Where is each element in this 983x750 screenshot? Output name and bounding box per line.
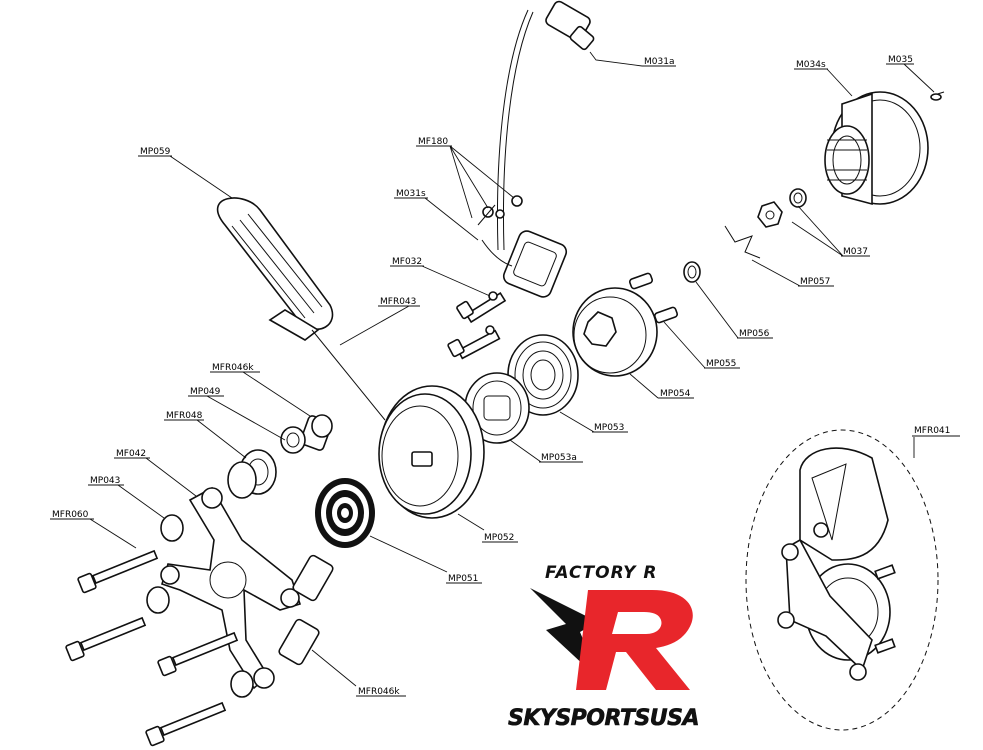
label-mfr060: MFR060 xyxy=(52,510,89,520)
washer-part xyxy=(683,261,701,283)
assembly-callout-part xyxy=(745,429,939,731)
bolts-part xyxy=(65,549,239,747)
lower-spacers-part xyxy=(278,554,334,666)
label-mfr043: MFR043 xyxy=(380,297,416,307)
brand-bottom-text: SKYSPORTSUSA xyxy=(508,706,699,731)
frame-arms-part xyxy=(160,486,302,690)
pull-handle-part xyxy=(216,197,334,341)
label-m031s: M031s xyxy=(396,189,426,199)
brand-top-text: FACTORY R xyxy=(545,563,657,583)
pawl-pins-part xyxy=(628,272,679,324)
r-logo-icon xyxy=(530,588,693,690)
label-mf042: MF042 xyxy=(116,449,146,459)
spring-clip-part xyxy=(724,225,761,259)
clip-part xyxy=(930,91,945,101)
label-mp053: MP053 xyxy=(594,423,624,433)
label-mp052: MP052 xyxy=(484,533,514,543)
label-m035: M035 xyxy=(888,55,913,65)
label-m034s: M034s xyxy=(796,60,826,70)
label-mp054: MP054 xyxy=(660,389,691,399)
label-mf032: MF032 xyxy=(392,257,422,267)
spiral-spring-part xyxy=(315,478,375,548)
label-mfr041: MFR041 xyxy=(914,426,950,436)
starter-housing-part xyxy=(824,91,929,206)
rope-part xyxy=(311,329,386,421)
label-mp049: MP049 xyxy=(190,387,221,397)
label-mp053a: MP053a xyxy=(541,453,577,463)
ratchet-disc-part xyxy=(572,287,658,377)
grommets-part xyxy=(146,514,254,698)
label-mp057: MP057 xyxy=(800,277,830,287)
nut-washer-part xyxy=(757,188,807,228)
label-mp059: MP059 xyxy=(140,147,171,157)
label-mfr046k-top: MFR046k xyxy=(212,363,254,373)
part-labels: M031a M034s M035 MF180 M031s MP059 MF032… xyxy=(50,55,960,697)
label-mp056: MP056 xyxy=(739,329,770,339)
label-mp043: MP043 xyxy=(90,476,120,486)
spark-plug-cable-part xyxy=(496,0,595,251)
label-mfr046k-bottom: MFR046k xyxy=(358,687,400,697)
label-m031a: M031a xyxy=(644,57,674,67)
brand-logo: FACTORY R SKYSPORTSUSA xyxy=(508,563,700,731)
rope-pulley-part xyxy=(378,385,485,519)
screws-part xyxy=(447,291,507,360)
label-mp055: MP055 xyxy=(706,359,736,369)
label-m037: M037 xyxy=(843,247,868,257)
leader-lines xyxy=(89,51,935,687)
ignition-coil-part xyxy=(477,195,568,298)
bushings-part xyxy=(227,414,333,499)
label-mf180: MF180 xyxy=(418,137,448,147)
label-mfr048: MFR048 xyxy=(166,411,203,421)
label-mp051: MP051 xyxy=(448,574,478,584)
